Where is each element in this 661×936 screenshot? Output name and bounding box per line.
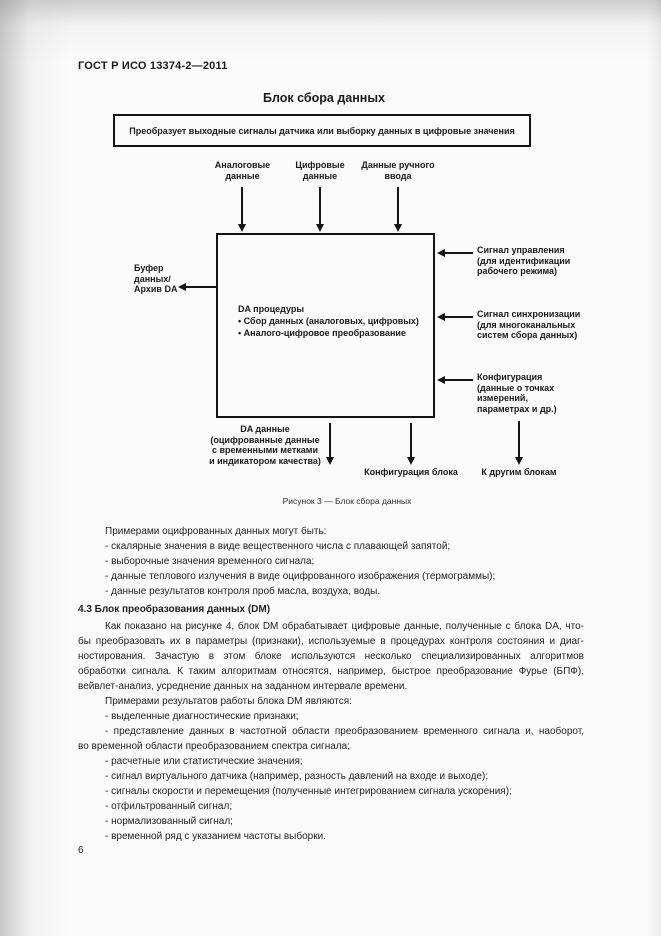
to-other-blocks-arrow-down-icon — [514, 421, 523, 465]
buffer-arrow-left-icon — [178, 282, 216, 291]
page-number: 6 — [78, 845, 84, 856]
list-item-frequency-domain: - представление данных в частотной облас… — [78, 726, 584, 752]
paragraph-examples-digitized: Примерами оцифрованных данных могут быть… — [105, 526, 327, 537]
paragraph-examples-dm-results: Примерами результатов работы блока DM яв… — [105, 696, 352, 707]
list-digitized-data-examples: - скалярные значения в виде вещественног… — [105, 541, 496, 597]
label-to-other-blocks: К другим блокам — [481, 467, 557, 477]
sync-signal-arrow-left-icon — [437, 312, 473, 321]
body-text: Примерами оцифрованных данных могут быть… — [78, 524, 584, 844]
label-block-configuration: Конфигурация блока — [364, 467, 458, 477]
paragraph-dm-block: Как показано на рисунке 4, блок DM обраб… — [78, 621, 584, 692]
figure-title: Блок сбора данных — [263, 91, 385, 105]
digital-data-arrow-down-icon — [315, 187, 324, 232]
control-signal-arrow-left-icon — [437, 248, 473, 257]
list-dm-results-b: - расчетные или статистические значения;… — [105, 756, 512, 842]
analog-data-arrow-down-icon — [237, 187, 246, 232]
banner-text: Преобразует выходные сигналы датчика или… — [129, 125, 515, 136]
manual-input-arrow-down-icon — [393, 187, 402, 232]
list-dm-results-a: - выделенные диагностические признаки; — [105, 711, 299, 722]
configuration-arrow-left-icon — [437, 375, 473, 384]
section-heading-4-3: 4.3 Блок преобразования данных (DM) — [78, 604, 271, 615]
da-data-arrow-down-icon — [325, 423, 334, 465]
document-header: ГОСТ Р ИСО 13374-2—2011 — [78, 60, 228, 72]
banner-box: Преобразует выходные сигналы датчика или… — [113, 114, 531, 147]
figure-caption: Рисунок 3 — Блок сбора данных — [282, 496, 412, 506]
da-block-box — [216, 233, 435, 418]
da-block-text: DA процедуры• Сбор данных (аналоговых, ц… — [238, 304, 419, 338]
block-config-arrow-down-icon — [406, 423, 415, 465]
